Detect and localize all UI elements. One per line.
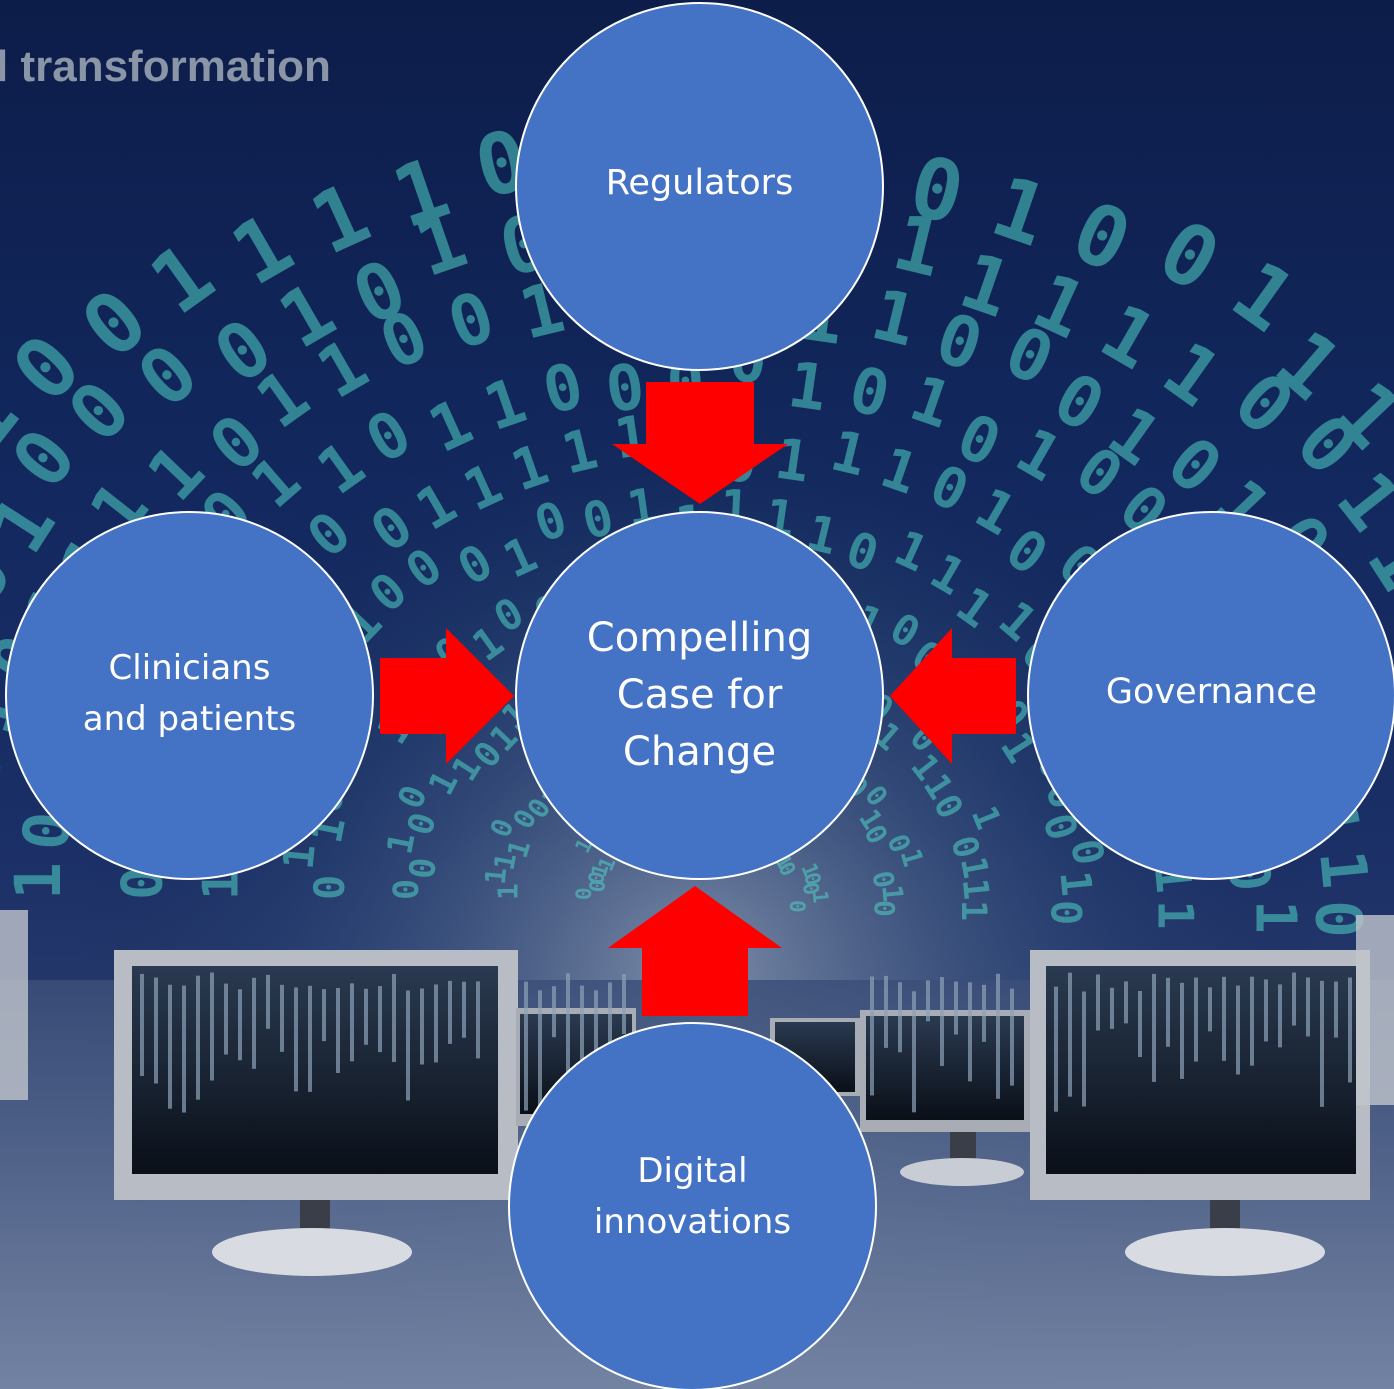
arrow-right-icon (380, 628, 514, 764)
svg-text:0: 0 (387, 879, 427, 900)
svg-text:0: 0 (1383, 717, 1394, 781)
svg-text:1: 1 (875, 883, 909, 903)
arrow-down-icon (612, 382, 788, 504)
node-center-label: Compelling Case for Change (586, 615, 813, 775)
svg-text:0: 0 (1041, 900, 1090, 925)
node-clinicians-label: Clinicians and patients (82, 647, 297, 739)
svg-text:1: 1 (487, 850, 523, 873)
svg-text:1: 1 (1382, 578, 1394, 660)
svg-text:0: 0 (868, 900, 901, 917)
arrow-left-icon (890, 628, 1016, 764)
node-governance: Governance (1027, 511, 1394, 880)
svg-text:0: 0 (403, 856, 445, 881)
svg-text:0: 0 (584, 869, 610, 886)
svg-text:1: 1 (808, 889, 833, 904)
svg-text:1: 1 (0, 798, 11, 848)
node-governance-label: Governance (1105, 672, 1318, 712)
svg-text:1: 1 (1147, 900, 1204, 930)
svg-text:0: 0 (305, 875, 354, 900)
svg-text:0: 0 (572, 887, 596, 900)
svg-text:1: 1 (1305, 847, 1381, 892)
svg-text:1: 1 (2, 862, 75, 900)
node-compelling-case: Compelling Case for Change (515, 511, 884, 880)
svg-text:1: 1 (953, 900, 993, 921)
node-digital-innovations: Digital innovations (508, 1022, 877, 1389)
svg-text:0: 0 (798, 880, 824, 897)
node-regulators: Regulators (515, 2, 884, 371)
slide-title: l transformation (0, 42, 331, 91)
svg-text:1: 1 (492, 883, 525, 900)
svg-text:1: 1 (954, 877, 996, 902)
node-regulators-label: Regulators (605, 163, 794, 203)
svg-text:0: 0 (865, 868, 901, 891)
node-digital-label: Digital innovations (593, 1150, 792, 1242)
svg-text:1: 1 (1243, 900, 1308, 934)
svg-text:0: 0 (585, 878, 610, 893)
svg-text:1: 1 (479, 866, 513, 886)
svg-text:0: 0 (785, 900, 809, 913)
arrow-up-icon (608, 886, 782, 1016)
svg-text:1: 1 (1050, 868, 1101, 898)
node-clinicians-and-patients: Clinicians and patients (5, 511, 374, 880)
